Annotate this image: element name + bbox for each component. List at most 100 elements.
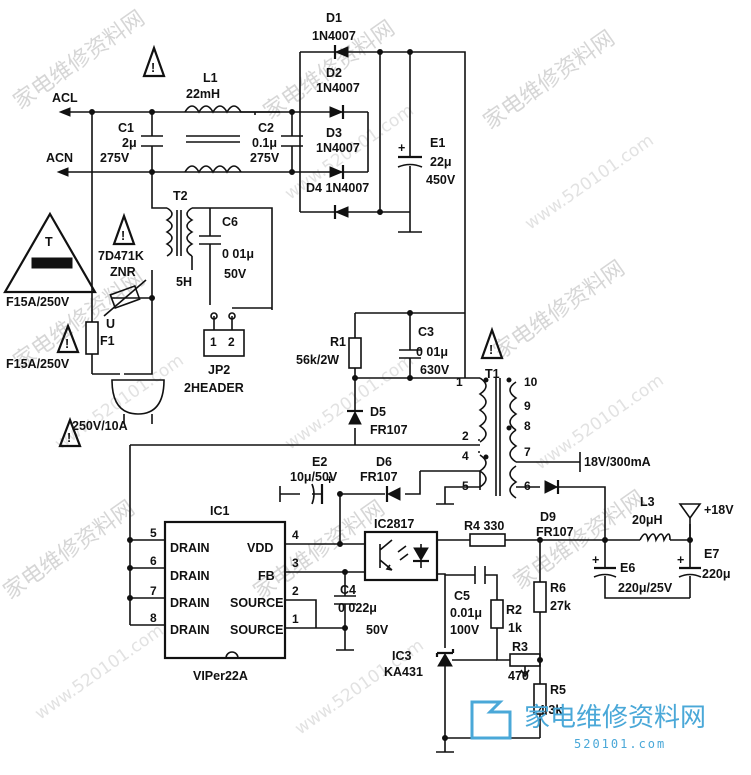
warning-icon: ! xyxy=(151,61,155,75)
t1-pin-5: 5 xyxy=(462,479,469,493)
c4-ref: C4 xyxy=(340,583,356,597)
ic1-vdd: VDD xyxy=(247,541,273,555)
ic1-viper22a: IC1 VIPer22A 5 6 7 8 DRAIN DRAIN DRAIN D… xyxy=(127,504,365,683)
ic1-pin-1: 1 xyxy=(292,612,299,626)
watermark-layer: 家电维修资料网 家电维修资料网 家电维修资料网 家电维修资料网 家电维修资料网 … xyxy=(0,6,668,739)
d9-ref: D9 xyxy=(540,510,556,524)
znr-u-mark: U xyxy=(106,317,115,331)
l3-ref: L3 xyxy=(640,495,655,509)
c2-voltage: 275V xyxy=(250,151,280,165)
e2-ref: E2 xyxy=(312,455,327,469)
ic1-part: VIPer22A xyxy=(193,669,248,683)
c3-voltage: 630V xyxy=(420,363,450,377)
jp2-pin-1: 1 xyxy=(210,335,217,349)
t2-ref: T2 xyxy=(173,189,188,203)
r4-label: R4 330 xyxy=(464,519,504,533)
r3-value: 470 xyxy=(508,669,529,683)
l1-ref: L1 xyxy=(203,71,218,85)
watermark-text: 家电维修资料网 xyxy=(479,26,620,135)
c4-value: 0 022μ xyxy=(338,601,377,615)
ic1-pin-7: 7 xyxy=(150,584,157,598)
r5-value: 4 3k xyxy=(538,703,562,717)
d4-label: D4 1N4007 xyxy=(306,181,369,195)
watermark-url: www.520101.com xyxy=(521,130,657,234)
znr-ref: ZNR xyxy=(110,265,136,279)
ac-input-section: ACL ACN C1 2μ 275V L1 22mH C2 0.1μ 275V xyxy=(46,71,303,177)
e6-ref: E6 xyxy=(620,561,635,575)
brand-logo: 家电维修资料网 520101.com xyxy=(470,700,706,751)
ic1-ref: IC1 xyxy=(210,504,230,518)
output-2-label: +18V xyxy=(704,503,734,517)
e6-value: 220μ/25V xyxy=(618,581,673,595)
snubber-network: R1 56k/2W C3 0 01μ 630V D5 FR107 xyxy=(296,310,465,445)
warning-icon: ! xyxy=(121,229,125,243)
e1-bulk-capacitor: + E1 22μ 450V xyxy=(380,49,466,378)
c3-ref: C3 xyxy=(418,325,434,339)
c1-voltage: 275V xyxy=(100,151,130,165)
d3-part: 1N4007 xyxy=(316,141,360,155)
t1-pin-6: 6 xyxy=(524,479,531,493)
ic3-part: KA431 xyxy=(384,665,423,679)
d5-ref: D5 xyxy=(370,405,386,419)
acl-label: ACL xyxy=(52,91,78,105)
c5-value: 0.01μ xyxy=(450,606,482,620)
fuse-symbol-letter: T xyxy=(45,235,53,249)
ic2817-body xyxy=(363,530,439,582)
c6-value: 0 01μ xyxy=(222,247,254,261)
warning-icon: ! xyxy=(489,343,493,357)
jp2-type: 2HEADER xyxy=(184,381,244,395)
jp2-ref: JP2 xyxy=(208,363,230,377)
bridge-rectifier: D1 1N4007 D2 1N4007 D3 1N4007 D4 1N4007 xyxy=(292,11,383,219)
ic1-drain-1: DRAIN xyxy=(170,541,210,555)
ic1-pin-3: 3 xyxy=(292,556,299,570)
ic1-pin-8: 8 xyxy=(150,611,157,625)
r1-value: 56k/2W xyxy=(296,353,339,367)
warning-icon: ! xyxy=(67,431,71,445)
brand-name: 家电维修资料网 xyxy=(524,703,706,733)
d6-part: FR107 xyxy=(360,470,398,484)
watermark-url: www.520101.com xyxy=(51,350,187,454)
c1-value: 2μ xyxy=(122,136,137,150)
t2-transformer-group: T2 5H C6 0 01μ 50V 1 2 JP2 2HEADER xyxy=(151,172,273,395)
d1-ref: D1 xyxy=(326,11,342,25)
l3-value: 20μH xyxy=(632,513,663,527)
e1-ref: E1 xyxy=(430,136,445,150)
watermark-text: 家电维修资料网 xyxy=(489,256,630,365)
d2-part: 1N4007 xyxy=(316,81,360,95)
ic1-source-2: SOURCE xyxy=(230,623,283,637)
ic2817-optocoupler: IC2817 R4 330 xyxy=(363,517,543,614)
c4-capacitor: C4 0 022μ 50V xyxy=(334,572,389,651)
d9-part: FR107 xyxy=(536,525,574,539)
f1-ref: F1 xyxy=(100,334,115,348)
t1-pin-7: 7 xyxy=(524,445,531,459)
d1-part: 1N4007 xyxy=(312,29,356,43)
fuse-upper-rating: F15A/250V xyxy=(6,295,70,309)
c1-ref: C1 xyxy=(118,121,134,135)
t1-ref: T1 xyxy=(485,367,500,381)
output-1-label: 18V/300mA xyxy=(584,455,651,469)
aux-supply: + E2 10μ/50V D6 FR107 xyxy=(279,455,481,544)
protection-section: F1 F15A/250V F15A/250V 7D471K ZNR U 250V… xyxy=(3,112,165,433)
brand-url: 520101.com xyxy=(574,737,666,751)
ic1-source-1: SOURCE xyxy=(230,596,283,610)
c6-ref: C6 xyxy=(222,215,238,229)
e1-value: 22μ xyxy=(430,155,452,169)
secondary-output: D9 FR107 L3 20μH +18V + E6 220μ/25V + E7… xyxy=(516,480,734,599)
c3-value: 0 01μ xyxy=(416,345,448,359)
r2-ref: R2 xyxy=(506,603,522,617)
plug-rating: 250V/10A xyxy=(72,419,128,433)
t1-pin-2: 2 xyxy=(462,429,469,443)
ic1-pin-5: 5 xyxy=(150,526,157,540)
c6-voltage: 50V xyxy=(224,267,247,281)
ic1-pin-2: 2 xyxy=(292,584,299,598)
e7-ref: E7 xyxy=(704,547,719,561)
d5-part: FR107 xyxy=(370,423,408,437)
e2-value: 10μ/50V xyxy=(290,470,338,484)
ic1-drain-3: DRAIN xyxy=(170,596,210,610)
r6-value: 27k xyxy=(550,599,571,613)
watermark-url: www.520101.com xyxy=(31,620,167,724)
watermark-text: 家电维修资料网 xyxy=(0,496,140,605)
c2-value: 0.1μ xyxy=(252,136,277,150)
t1-pin-1: 1 xyxy=(456,375,463,389)
